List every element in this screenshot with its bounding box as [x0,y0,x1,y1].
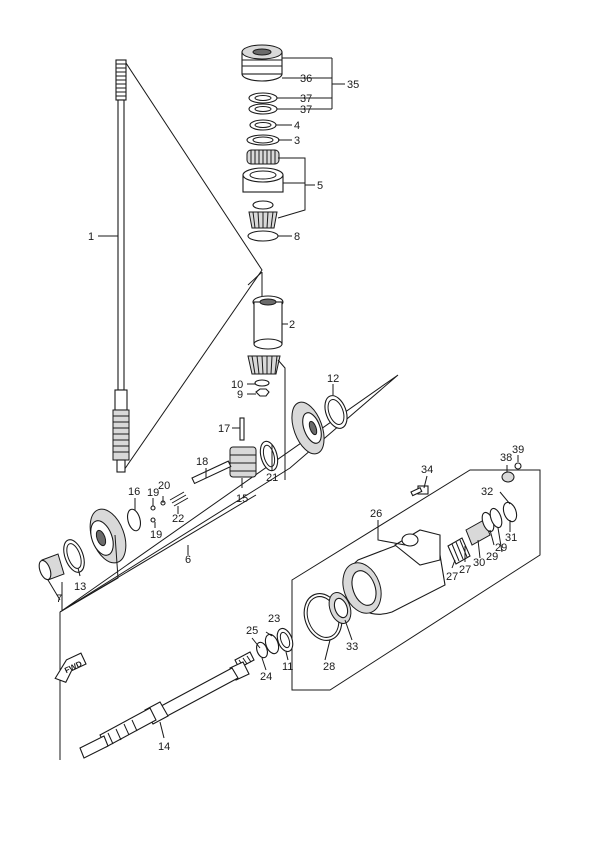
o-ring-4 [249,119,277,131]
callout-4: 4 [294,120,300,132]
callout-29b: 29 [495,542,507,554]
callout-37a: 37 [300,93,312,105]
callout-32: 32 [481,486,493,498]
callout-33: 33 [346,641,358,653]
callout-11: 11 [282,661,293,673]
collar-24-25 [256,641,268,659]
callout-8: 8 [294,231,300,243]
callout-19b: 19 [150,529,162,541]
fwd-arrow-icon: FWD [54,652,87,683]
callout-1: 1 [88,231,94,243]
callout-labels: 1 2 3 4 5 6 7 8 9 10 11 12 13 14 15 16 1… [56,73,524,753]
oil-seal-37a [248,92,278,104]
callout-16: 16 [128,486,140,498]
circlip-8 [247,230,279,242]
callout-6: 6 [185,554,191,566]
bearing-33 [328,592,352,624]
callout-39: 39 [512,444,524,456]
leader-lines [47,57,519,739]
callout-7: 7 [56,593,62,605]
seal-30-29 [465,507,503,546]
cap-38 [501,471,515,483]
nut-9 [255,388,270,397]
washer-23 [264,633,280,655]
ring-21 [259,440,279,472]
callout-18: 18 [196,456,208,468]
drive-shaft [112,59,130,473]
gear-group-outline [247,271,263,300]
callout-25: 25 [246,625,258,637]
housing-group-outline [291,469,541,691]
callout-35: 35 [347,79,359,91]
shim-3 [246,134,280,146]
callout-38: 38 [500,452,512,464]
bearing-5 [242,149,284,229]
callout-13: 13 [74,581,86,593]
callout-31: 31 [505,532,517,544]
callout-22: 22 [172,513,184,525]
circlip-31-32 [502,501,518,523]
callout-27b: 27 [459,564,471,576]
callout-29a: 29 [486,551,498,563]
bearing-7 [38,553,65,581]
thrust-ring-11 [276,627,294,653]
callout-24: 24 [260,671,272,683]
propeller-shaft [79,651,255,759]
callout-12: 12 [327,373,339,385]
callout-23: 23 [268,613,280,625]
callout-2: 2 [289,319,295,331]
reverse-gear [89,508,127,564]
clutch-15 [229,446,257,478]
bevel-gear [291,401,325,455]
callout-15: 15 [236,493,248,505]
washer-16 [126,508,142,532]
callout-34: 34 [421,464,433,476]
bearing-housing-36 [241,44,283,82]
callout-5: 5 [317,180,323,192]
callout-19a: 19 [147,487,159,499]
callout-28: 28 [323,661,335,673]
bolt-34 [410,485,429,497]
screw-39 [514,462,522,470]
ring-12 [324,395,348,429]
shift-rod-18 [191,460,232,485]
callout-10: 10 [231,379,243,391]
upper-group-outline [123,59,263,471]
callout-27a: 27 [446,571,458,583]
pinion-gear [247,355,281,375]
bearing-27 [447,537,471,565]
pin-17 [239,417,245,441]
callout-17: 17 [218,423,230,435]
washer-10 [254,379,270,387]
spring-22 [169,491,189,507]
callout-30: 30 [473,557,485,569]
callout-36: 36 [300,73,312,85]
callout-37b: 37 [300,104,312,116]
callout-20: 20 [158,480,170,492]
callout-26: 26 [370,508,382,520]
oil-seal-37b [248,103,278,115]
shim-13 [63,539,85,573]
shaft-housing-26 [342,529,446,615]
callout-14: 14 [158,741,170,753]
callout-3: 3 [294,135,300,147]
callout-9: 9 [237,389,243,401]
callout-21: 21 [266,472,278,484]
sleeve-2 [252,295,284,350]
